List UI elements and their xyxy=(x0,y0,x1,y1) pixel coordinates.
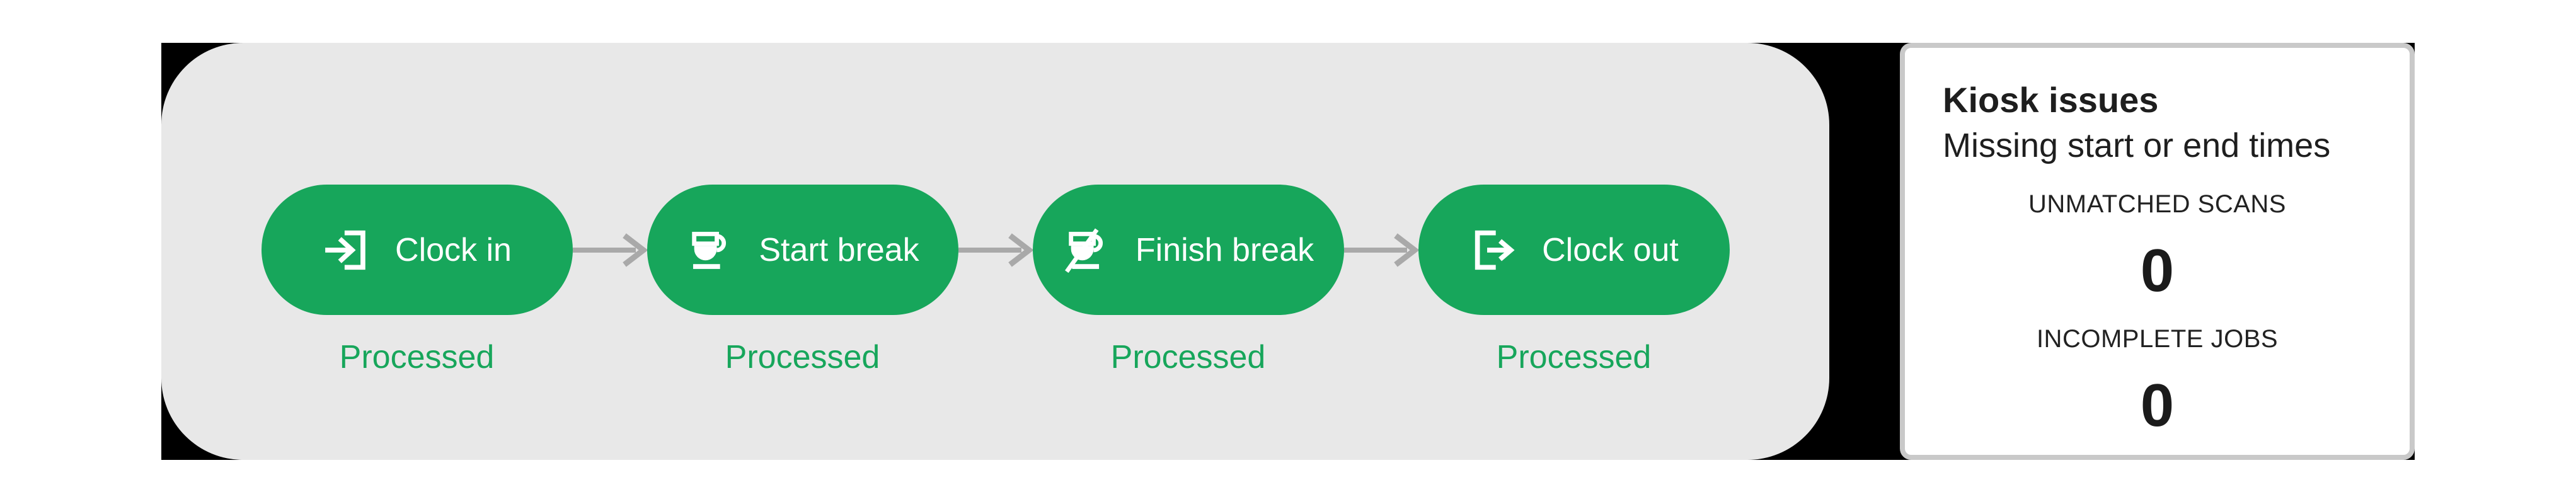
clock-out-status: Processed xyxy=(1496,339,1652,375)
stat-unmatched-scans-label: UNMATCHED SCANS xyxy=(2028,190,2286,218)
start-break-button[interactable]: Start break xyxy=(647,185,958,315)
clock-in-icon xyxy=(325,230,365,270)
clock-in-label: Clock in xyxy=(395,231,512,268)
card-title: Kiosk issues xyxy=(1943,80,2159,120)
arrow-right-connector xyxy=(958,233,1033,267)
flow-row: Clock in Processed Start break xyxy=(161,185,1829,377)
finish-break-label: Finish break xyxy=(1135,231,1314,268)
stat-incomplete-jobs-value: 0 xyxy=(2140,372,2175,439)
finish-break-status: Processed xyxy=(1110,339,1266,375)
stat-unmatched-scans: UNMATCHED SCANS 0 xyxy=(1943,189,2372,304)
start-break-label: Start break xyxy=(759,231,919,268)
stat-incomplete-jobs: INCOMPLETE JOBS 0 xyxy=(1943,324,2372,438)
clock-out-button[interactable]: Clock out xyxy=(1418,185,1730,315)
flow-step-clock-out: Clock out Processed xyxy=(1418,185,1730,377)
flow-step-start-break: Start break Processed xyxy=(647,185,958,377)
flow-step-finish-break: Finish break Processed xyxy=(1032,185,1344,377)
finish-break-coffee-icon xyxy=(1064,228,1103,273)
arrow-right-connector xyxy=(1343,233,1418,267)
arrow-right-connector xyxy=(572,233,647,267)
kiosk-issues-card: Kiosk issues Missing start or end times … xyxy=(1900,43,2415,460)
start-break-coffee-icon xyxy=(692,231,727,269)
card-subtitle: Missing start or end times xyxy=(1943,127,2331,164)
finish-break-button[interactable]: Finish break xyxy=(1032,185,1344,315)
clock-out-icon xyxy=(1475,230,1515,270)
clock-out-label: Clock out xyxy=(1542,231,1679,268)
start-break-status: Processed xyxy=(725,339,880,375)
kiosk-flow-panel: Clock in Processed Start break xyxy=(161,43,1829,460)
stat-incomplete-jobs-label: INCOMPLETE JOBS xyxy=(2036,325,2279,353)
clock-in-status: Processed xyxy=(339,339,495,375)
flow-step-clock-in: Clock in Processed xyxy=(261,185,573,377)
clock-in-button[interactable]: Clock in xyxy=(261,185,573,315)
stat-unmatched-scans-value: 0 xyxy=(2140,237,2175,304)
